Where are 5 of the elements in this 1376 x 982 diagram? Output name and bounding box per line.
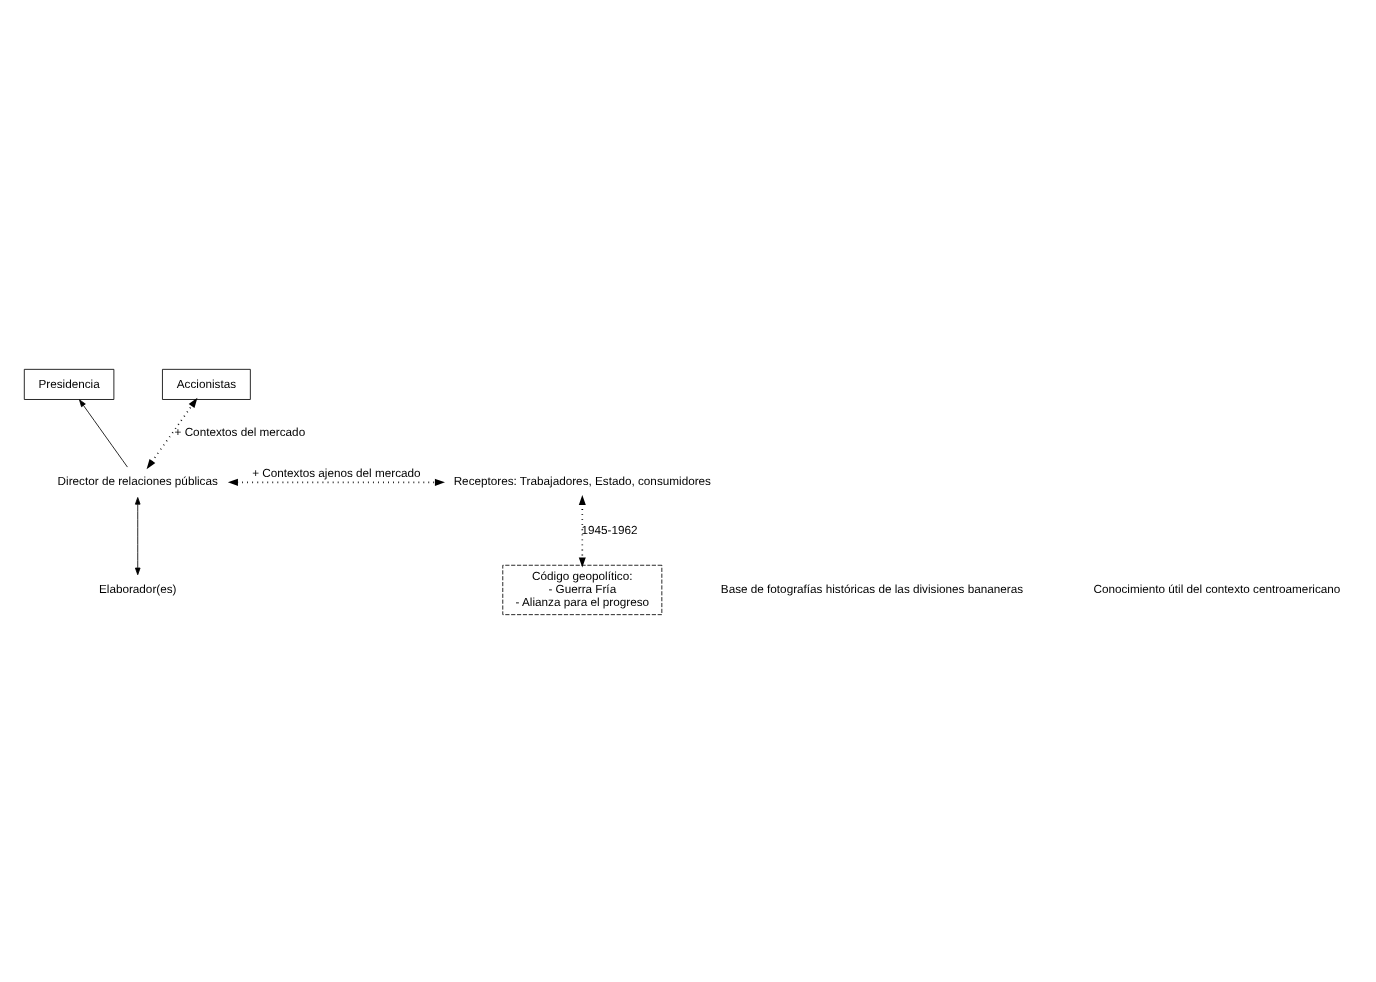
arrow xyxy=(146,396,198,469)
arrow xyxy=(578,493,586,567)
arrow xyxy=(79,398,128,467)
arrow xyxy=(227,477,445,485)
arrow xyxy=(135,496,141,575)
